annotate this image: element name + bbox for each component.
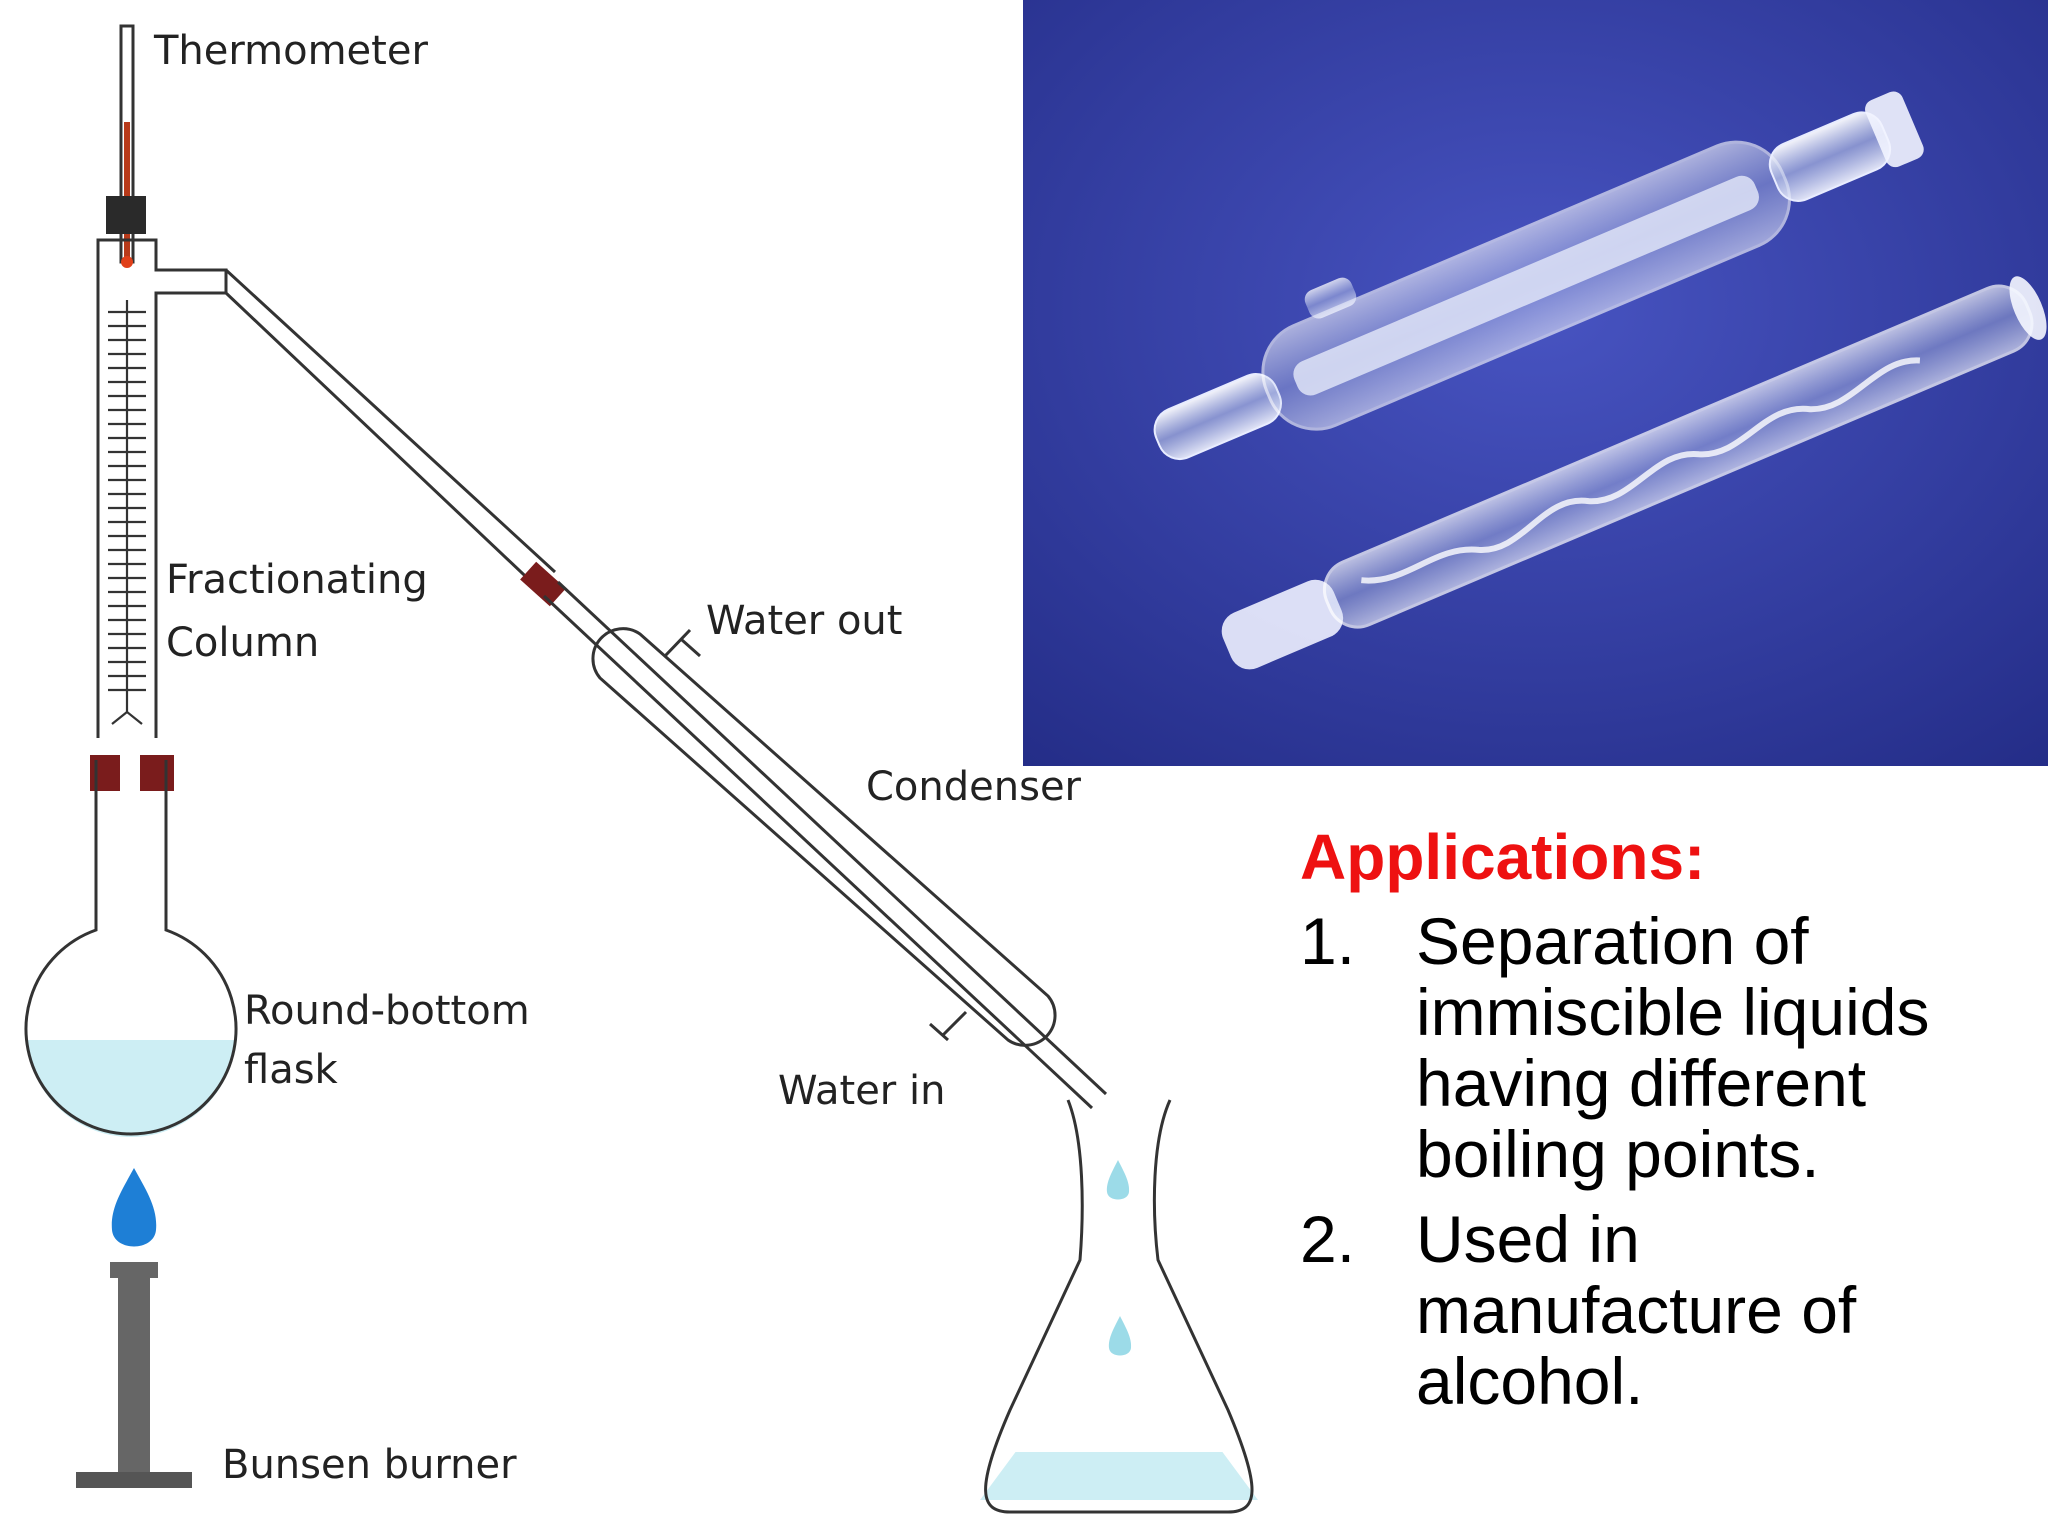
droplet-icon [1108,1316,1132,1356]
water-in-label: Water in [778,1068,945,1114]
applications-heading: Applications: [1300,821,1706,893]
water-out-label: Water out [706,598,902,644]
applications-section: Applications: 1. Separation of immiscibl… [1300,822,2020,1431]
flame-icon [111,1168,157,1247]
droplet-icon [1106,1160,1130,1200]
list-item: 1. Separation of immiscible liquids havi… [1300,906,2020,1190]
column-stopper [106,196,146,234]
distillation-diagram: Thermometer Fractionating Column Round-b… [24,24,1258,1514]
condenser-label: Condenser [866,764,1082,810]
fractionating-column-label-2: Column [166,620,319,666]
bunsen-burner-label: Bunsen burner [222,1442,517,1488]
round-bottom-flask-label-2: flask [244,1047,339,1093]
conical-flask [980,1099,1258,1514]
flask-stopper-right [140,755,174,791]
list-item-text: Used in manufacture of alcohol. [1416,1202,1857,1419]
applications-list: 1. Separation of immiscible liquids havi… [1300,906,2020,1417]
delivery-tube [224,268,557,592]
round-bottom-flask-label: Round-bottom [244,988,530,1034]
vigreux-column [1221,276,2047,670]
bunsen-burner [76,1168,192,1488]
condenser-stopper [520,561,566,607]
list-item-number: 2. [1300,1202,1356,1277]
fractionating-columns-photo [1023,0,2048,766]
packed-column [1153,91,1924,461]
fractionating-column [96,238,228,738]
fractionating-column-label: Fractionating [166,557,428,603]
thermometer-label: Thermometer [153,28,428,74]
round-bottom-flask [24,760,238,1137]
list-item-text: Separation of immiscible liquids having … [1416,904,1930,1192]
condenser [542,580,1108,1110]
list-item-number: 1. [1300,904,1356,979]
column-packing [108,300,146,725]
list-item: 2. Used in manufacture of alcohol. [1300,1204,2020,1417]
